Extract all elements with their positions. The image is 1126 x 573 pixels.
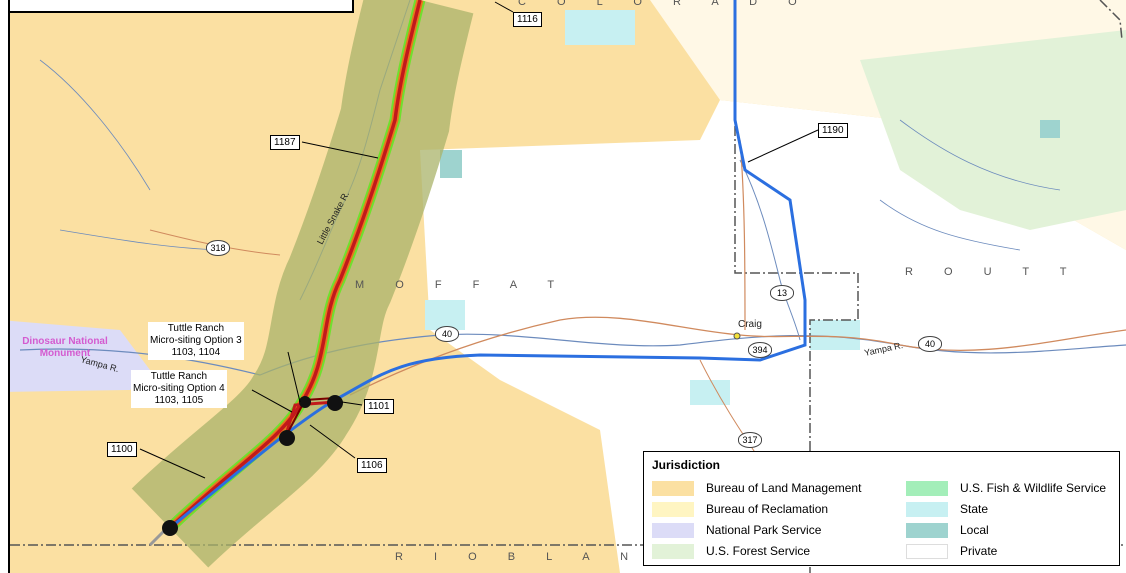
highway-shield-318: 318 bbox=[206, 240, 230, 256]
legend-label: National Park Service bbox=[706, 523, 822, 537]
legend-label: U.S. Forest Service bbox=[706, 544, 811, 558]
callout-1190: 1190 bbox=[818, 123, 848, 138]
legend-item-state: State bbox=[906, 502, 989, 518]
craig-town-dot bbox=[733, 332, 741, 340]
county-label-rio-blanco: R I O B L A N C O bbox=[395, 551, 721, 563]
hwy-13-road bbox=[739, 139, 746, 331]
state-patch-4 bbox=[810, 320, 860, 350]
leader-option-4 bbox=[251, 389, 293, 413]
annotation-option-4: Tuttle Ranch Micro-siting Option 4 1103,… bbox=[131, 370, 227, 408]
legend-item-forest: U.S. Forest Service bbox=[652, 544, 811, 560]
legend-item-blm: Bureau of Land Management bbox=[652, 481, 862, 497]
node-1101[interactable] bbox=[327, 395, 343, 411]
annotation-option-3-line-3: 1103, 1104 bbox=[171, 347, 221, 358]
annotation-option-4-line-3: 1103, 1105 bbox=[154, 395, 204, 406]
inset-frame bbox=[0, 0, 354, 13]
legend-item-local: Local bbox=[906, 523, 989, 539]
local-patch-2 bbox=[1040, 120, 1060, 138]
leader-option-3 bbox=[287, 351, 301, 403]
legend-swatch-private bbox=[906, 544, 948, 560]
highway-shield-13: 13 bbox=[770, 285, 794, 301]
county-label-routt: R O U T T bbox=[905, 266, 1081, 278]
legend-swatch-reclamation bbox=[652, 502, 694, 518]
creeks-east bbox=[879, 119, 1061, 251]
craig-label: Craig bbox=[738, 319, 762, 330]
legend-title: Jurisdiction bbox=[652, 458, 721, 472]
county-label-moffat: M O F F A T bbox=[355, 279, 568, 291]
legend-item-private: Private bbox=[906, 544, 998, 560]
route-gray bbox=[148, 528, 167, 547]
hwy-317-road bbox=[699, 359, 761, 461]
highway-shield-394: 394 bbox=[748, 342, 772, 358]
legend-swatch-state bbox=[906, 502, 948, 518]
micro-siting-option-3-line bbox=[283, 400, 336, 439]
legend-swatch-forest bbox=[652, 544, 694, 560]
elkhead-creek bbox=[739, 159, 801, 341]
callout-1106: 1106 bbox=[357, 458, 387, 473]
legend-swatch-fws bbox=[906, 481, 948, 497]
jurisdiction-legend: Jurisdiction Bureau of Land Management B… bbox=[643, 451, 1120, 566]
callout-1101: 1101 bbox=[364, 399, 394, 414]
callout-1116: 1116 bbox=[513, 12, 542, 27]
annotation-option-4-line-1: Tuttle Ranch bbox=[150, 371, 208, 382]
legend-item-fws: U.S. Fish & Wildlife Service bbox=[906, 481, 1107, 497]
callout-1100: 1100 bbox=[107, 442, 137, 457]
left-frame-border bbox=[0, 0, 10, 573]
local-patch-1 bbox=[440, 150, 462, 178]
legend-item-reclamation: Bureau of Reclamation bbox=[652, 502, 829, 518]
node-1106[interactable] bbox=[279, 430, 295, 446]
county-boundary-ne bbox=[1099, 0, 1123, 41]
legend-swatch-blm bbox=[652, 481, 694, 497]
legend-swatch-nps bbox=[652, 523, 694, 539]
node-option[interactable] bbox=[299, 396, 311, 408]
legend-label: Bureau of Reclamation bbox=[706, 502, 829, 516]
state-patch-3 bbox=[690, 380, 730, 405]
legend-label: U.S. Fish & Wildlife Service bbox=[960, 481, 1107, 495]
annotation-option-3-line-1: Tuttle Ranch bbox=[167, 323, 225, 334]
state-label: C O L O R A D O bbox=[518, 0, 811, 8]
leader-1100 bbox=[139, 448, 206, 479]
dinosaur-monument-label: Dinosaur National Monument bbox=[22, 336, 108, 359]
route-blue bbox=[169, 0, 807, 530]
nps-land bbox=[0, 320, 150, 392]
legend-label: Private bbox=[960, 544, 998, 558]
legend-label: State bbox=[960, 502, 989, 516]
annotation-option-4-line-2: Micro-siting Option 4 bbox=[133, 383, 225, 394]
leader-1116 bbox=[494, 1, 514, 13]
highway-shield-317: 317 bbox=[738, 432, 762, 448]
leader-1101 bbox=[341, 401, 363, 406]
forest-land-ne bbox=[860, 30, 1126, 230]
legend-label: Local bbox=[960, 523, 989, 537]
legend-swatch-local bbox=[906, 523, 948, 539]
state-patch-1 bbox=[565, 10, 635, 45]
state-patch-2 bbox=[425, 300, 465, 330]
legend-label: Bureau of Land Management bbox=[706, 481, 862, 495]
highway-shield-40-west: 40 bbox=[435, 326, 459, 342]
legend-item-nps: National Park Service bbox=[652, 523, 822, 539]
annotation-option-3: Tuttle Ranch Micro-siting Option 3 1103,… bbox=[148, 322, 244, 360]
leader-1187 bbox=[301, 141, 379, 159]
annotation-option-3-line-2: Micro-siting Option 3 bbox=[150, 335, 242, 346]
node-1100[interactable] bbox=[162, 520, 178, 536]
leader-1190 bbox=[747, 129, 819, 163]
highway-shield-40-east: 40 bbox=[918, 336, 942, 352]
callout-1187: 1187 bbox=[270, 135, 300, 150]
leader-1106 bbox=[309, 424, 356, 459]
route-red bbox=[168, 0, 422, 530]
county-boundary-moffat-routt bbox=[734, 0, 859, 573]
